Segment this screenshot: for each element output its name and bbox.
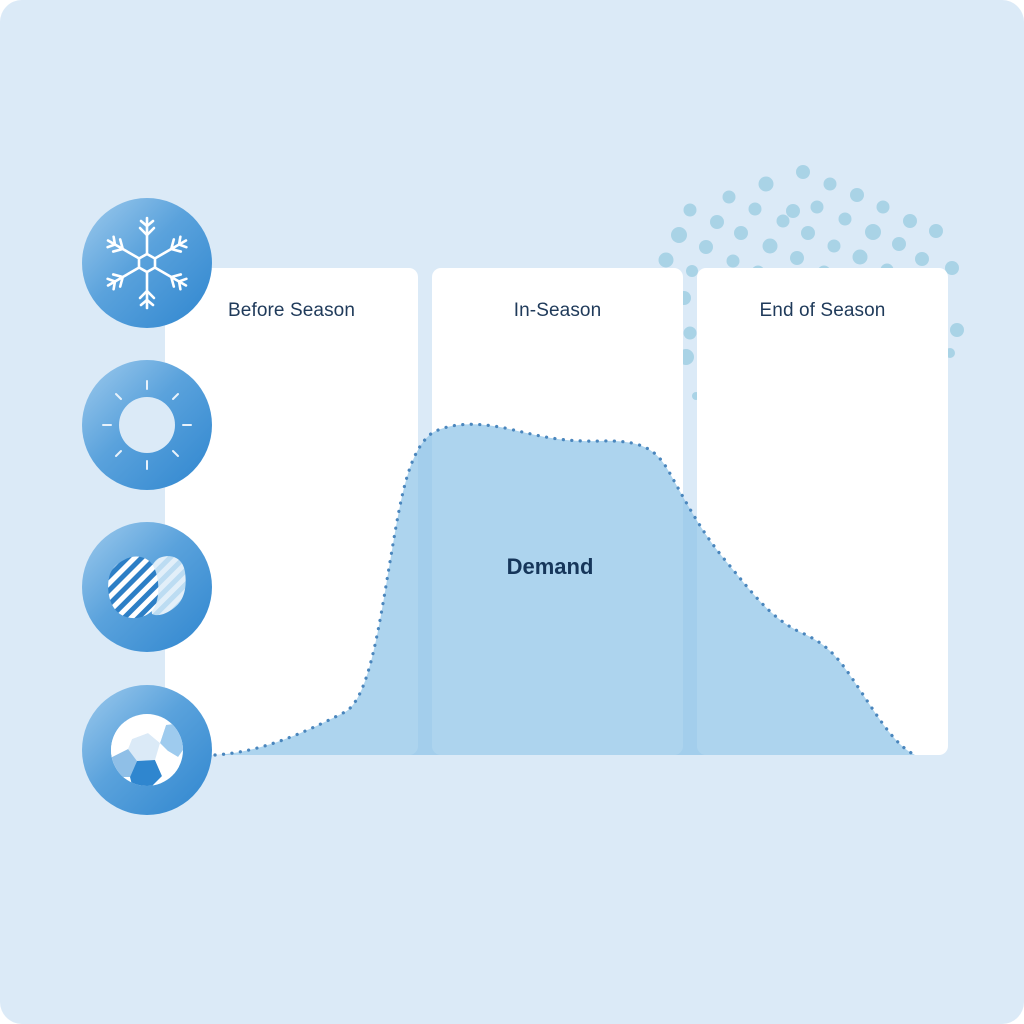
- panel-title-before-season: Before Season: [228, 300, 355, 321]
- soccer-ball-icon: [82, 685, 212, 815]
- sun-icon: [82, 360, 212, 490]
- panel-title-end-of-season: End of Season: [759, 300, 886, 321]
- snowflake-icon: [82, 198, 212, 328]
- demand-curve-dots: [213, 422, 917, 757]
- panel-title-in-season: In-Season: [513, 300, 602, 321]
- easter-eggs-icon: [82, 522, 212, 652]
- demand-label: Demand: [506, 554, 594, 579]
- demand-area-fill: [215, 424, 915, 755]
